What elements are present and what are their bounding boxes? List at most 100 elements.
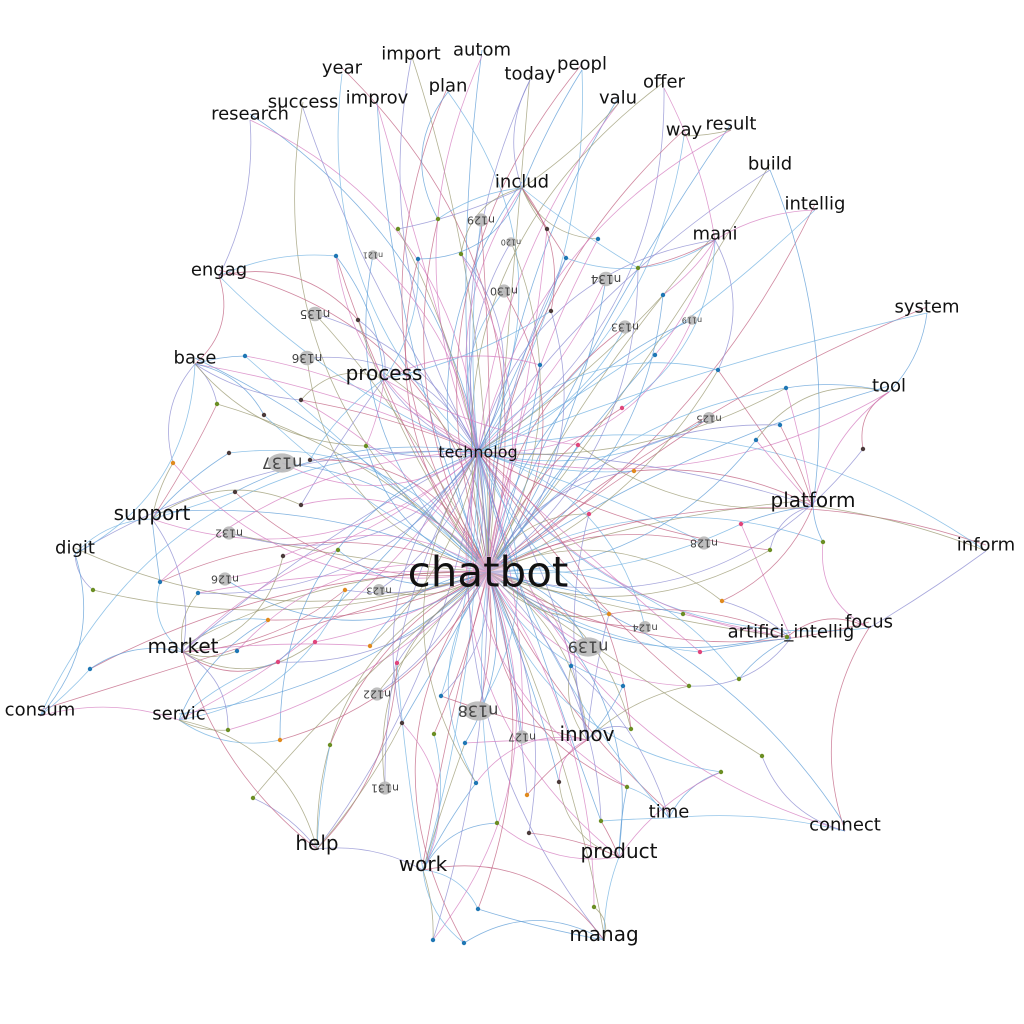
edge [228, 450, 489, 573]
small-node-dot [680, 611, 686, 617]
edge [521, 103, 619, 189]
edge [314, 571, 489, 643]
edge [422, 733, 441, 871]
edge [151, 452, 230, 520]
small-node-dot [475, 906, 481, 912]
id-node-n139: n139 [568, 637, 608, 657]
edge [717, 369, 814, 507]
edge [487, 571, 528, 796]
edge [447, 91, 520, 453]
small-node-dot [261, 412, 267, 418]
edge [477, 451, 705, 544]
edge [477, 391, 890, 470]
small-node-dot [435, 216, 441, 222]
edge [487, 571, 701, 653]
edge [477, 387, 787, 455]
edge [417, 187, 523, 260]
edge [477, 451, 870, 632]
word-node-includ: includ [495, 172, 549, 193]
edge [383, 378, 579, 446]
edge [477, 129, 732, 453]
edge [365, 445, 489, 573]
id-node-n129: n129 [467, 213, 495, 227]
edge [477, 451, 814, 507]
word-node-support: support [114, 501, 191, 525]
id-node-blob [372, 584, 386, 596]
edge [178, 719, 318, 850]
edge [172, 462, 489, 579]
edge [470, 451, 628, 788]
edge [603, 856, 620, 941]
id-node-n122: n122 [363, 687, 391, 701]
id-node-n130: n130 [490, 284, 518, 298]
edge [626, 786, 670, 819]
word-node-plan: plan [429, 76, 468, 97]
word-node-help: help [295, 831, 338, 855]
edge [526, 739, 588, 796]
edge [316, 722, 403, 850]
edge [487, 241, 541, 573]
word-node-product: product [581, 839, 658, 863]
edge [477, 451, 610, 615]
id-node-blob [218, 572, 232, 586]
id-node-n126: n126 [211, 572, 239, 586]
edge [721, 600, 792, 639]
small-node-dot [575, 442, 581, 448]
edge [182, 641, 316, 670]
edge [487, 364, 541, 573]
id-node-blob [697, 536, 711, 550]
id-node-blob [702, 412, 716, 424]
edge [469, 241, 512, 453]
edge [487, 523, 742, 574]
small-node-dot [234, 648, 240, 654]
edge [252, 797, 318, 850]
edge [197, 570, 489, 594]
edge [477, 169, 771, 453]
small-node-dot [686, 683, 692, 689]
edge [477, 451, 690, 687]
small-node-dot [718, 769, 724, 775]
edge [477, 451, 701, 653]
edge [830, 627, 870, 832]
edge [487, 267, 639, 573]
edge [487, 448, 864, 589]
edge [218, 275, 479, 453]
edge [477, 451, 635, 473]
small-node-dot [232, 489, 238, 495]
small-node-dot [568, 663, 574, 669]
edge [472, 219, 482, 453]
small-node-dot [473, 780, 479, 786]
word-node-success: success [268, 92, 338, 113]
small-node-dot [363, 443, 369, 449]
small-node-dot [458, 251, 464, 257]
small-node-dot [395, 226, 401, 232]
id-node-label: n129 [467, 214, 495, 227]
small-node-dot [307, 457, 313, 463]
edge [868, 550, 987, 629]
small-node-dot [759, 753, 765, 759]
id-node-blob [515, 730, 529, 744]
edge [423, 218, 489, 573]
edge [92, 571, 489, 611]
small-node-dot [242, 353, 248, 359]
edge [460, 187, 523, 255]
edge [487, 203, 816, 573]
edge [357, 319, 386, 380]
word-node-import: import [381, 44, 440, 65]
edge [218, 254, 337, 277]
edge [714, 239, 734, 371]
edge [477, 312, 928, 453]
edge [178, 571, 489, 715]
edge [668, 771, 722, 819]
edge [159, 451, 479, 583]
edge [487, 571, 788, 638]
small-node-dot [767, 547, 773, 553]
small-node-dot [214, 401, 220, 407]
id-node-label: n135 [300, 307, 331, 321]
edge [306, 357, 489, 573]
small-node-dot [438, 693, 444, 699]
edge [249, 113, 489, 573]
edge [151, 509, 489, 573]
id-node-label: n132 [215, 527, 243, 540]
id-node-label: n127 [508, 731, 536, 744]
